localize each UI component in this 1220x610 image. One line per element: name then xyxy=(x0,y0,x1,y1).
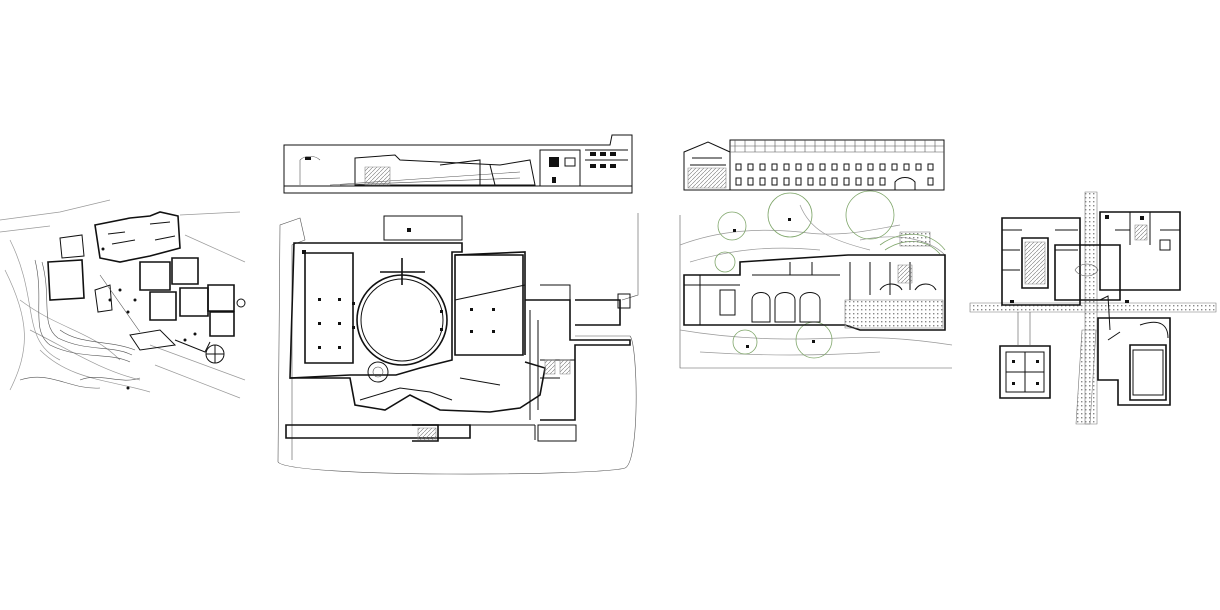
elevation-windows xyxy=(736,164,933,185)
main-plan-center xyxy=(278,213,638,474)
site-buildings xyxy=(48,212,245,363)
cross-plan-far-right xyxy=(970,192,1216,424)
site-context-lines xyxy=(0,200,245,398)
site-contour-paths xyxy=(20,260,140,388)
site-markers xyxy=(101,247,197,390)
site-plan-left xyxy=(0,200,245,398)
right-elevation xyxy=(684,140,944,190)
park-plan-right xyxy=(680,191,952,368)
park-paths xyxy=(680,205,952,355)
plan-columns xyxy=(302,228,495,349)
center-elevation xyxy=(284,135,632,193)
